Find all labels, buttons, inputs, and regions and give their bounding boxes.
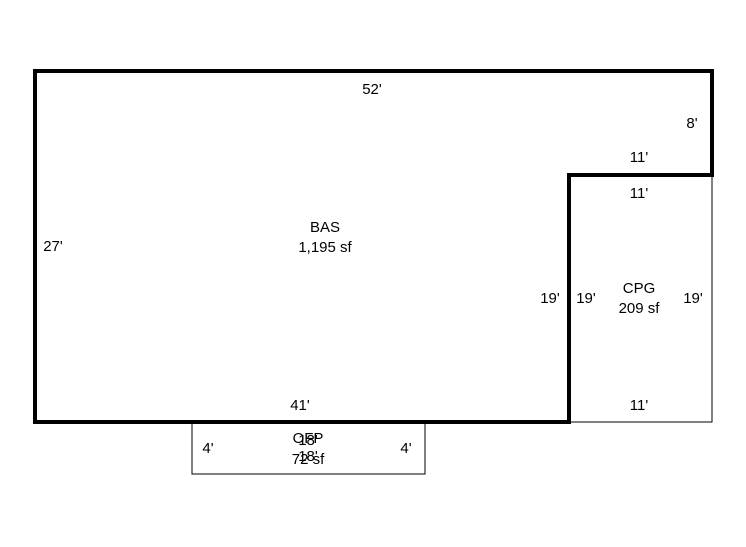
ofp-outline bbox=[191, 422, 426, 475]
bas-inner-right-dimension: 19' bbox=[540, 290, 560, 307]
ofp-code-label: OFP bbox=[293, 430, 324, 447]
ofp-left-dimension: 4' bbox=[202, 440, 213, 457]
bas-outline bbox=[33, 69, 714, 424]
cpg-code-label: CPG bbox=[623, 280, 656, 297]
cpg-outline bbox=[569, 175, 713, 423]
cpg-top-dimension: 11' bbox=[630, 185, 649, 202]
bas-top-dimension: 52' bbox=[362, 81, 382, 98]
bas-area-label: 1,195 sf bbox=[298, 239, 352, 256]
cpg-bottom-dimension: 11' bbox=[630, 397, 649, 414]
cpg-area-label: 209 sf bbox=[619, 300, 661, 317]
cpg-right-dimension: 19' bbox=[683, 290, 703, 307]
bas-notch-bottom-dimension: 11' bbox=[630, 149, 649, 166]
bas-notch-right-dimension: 8' bbox=[686, 115, 697, 132]
ofp-bottom-dimension: 18' bbox=[298, 448, 318, 465]
bas-bottom-dimension: 41' bbox=[290, 397, 310, 414]
bas-left-dimension: 27' bbox=[43, 238, 63, 255]
ofp-right-dimension: 4' bbox=[400, 440, 411, 457]
bas-code-label: BAS bbox=[310, 219, 340, 236]
ofp-top-dimension: 18' bbox=[298, 432, 318, 449]
cpg-left-dimension: 19' bbox=[576, 290, 596, 307]
ofp-area-label: 72 sf bbox=[292, 451, 325, 468]
